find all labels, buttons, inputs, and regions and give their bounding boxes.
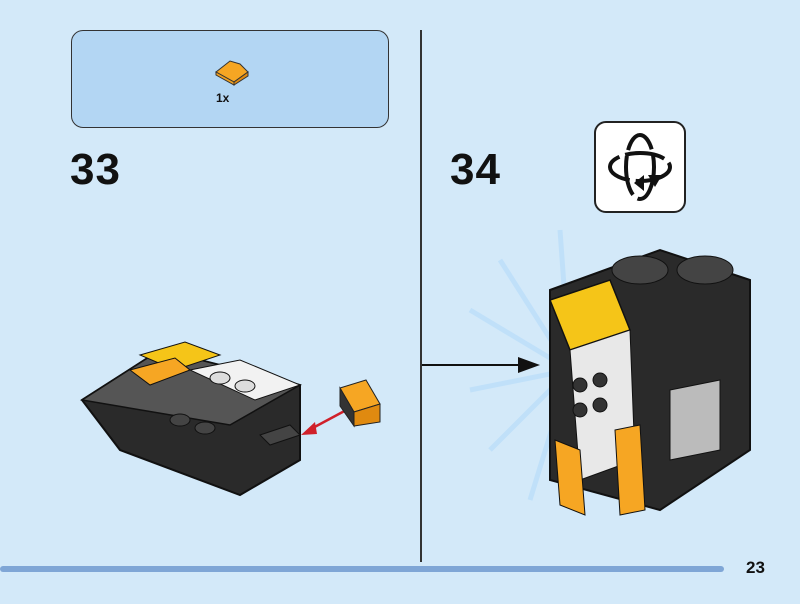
- step-34-model-illustration: [468, 229, 751, 516]
- rotate-model-icon: [594, 121, 686, 213]
- step-number-33: 33: [70, 145, 121, 194]
- step-transition-arrow: [422, 357, 540, 373]
- part-quantity: 1x: [216, 91, 230, 105]
- step-divider: [420, 30, 422, 562]
- orange-slope-part-icon: [215, 60, 249, 86]
- page-footer-bar: [0, 566, 724, 572]
- page-number: 23: [746, 558, 765, 577]
- orange-slope-brick-part: [339, 379, 381, 428]
- step-33-model-illustration: [80, 341, 302, 497]
- step-number-34: 34: [450, 145, 501, 194]
